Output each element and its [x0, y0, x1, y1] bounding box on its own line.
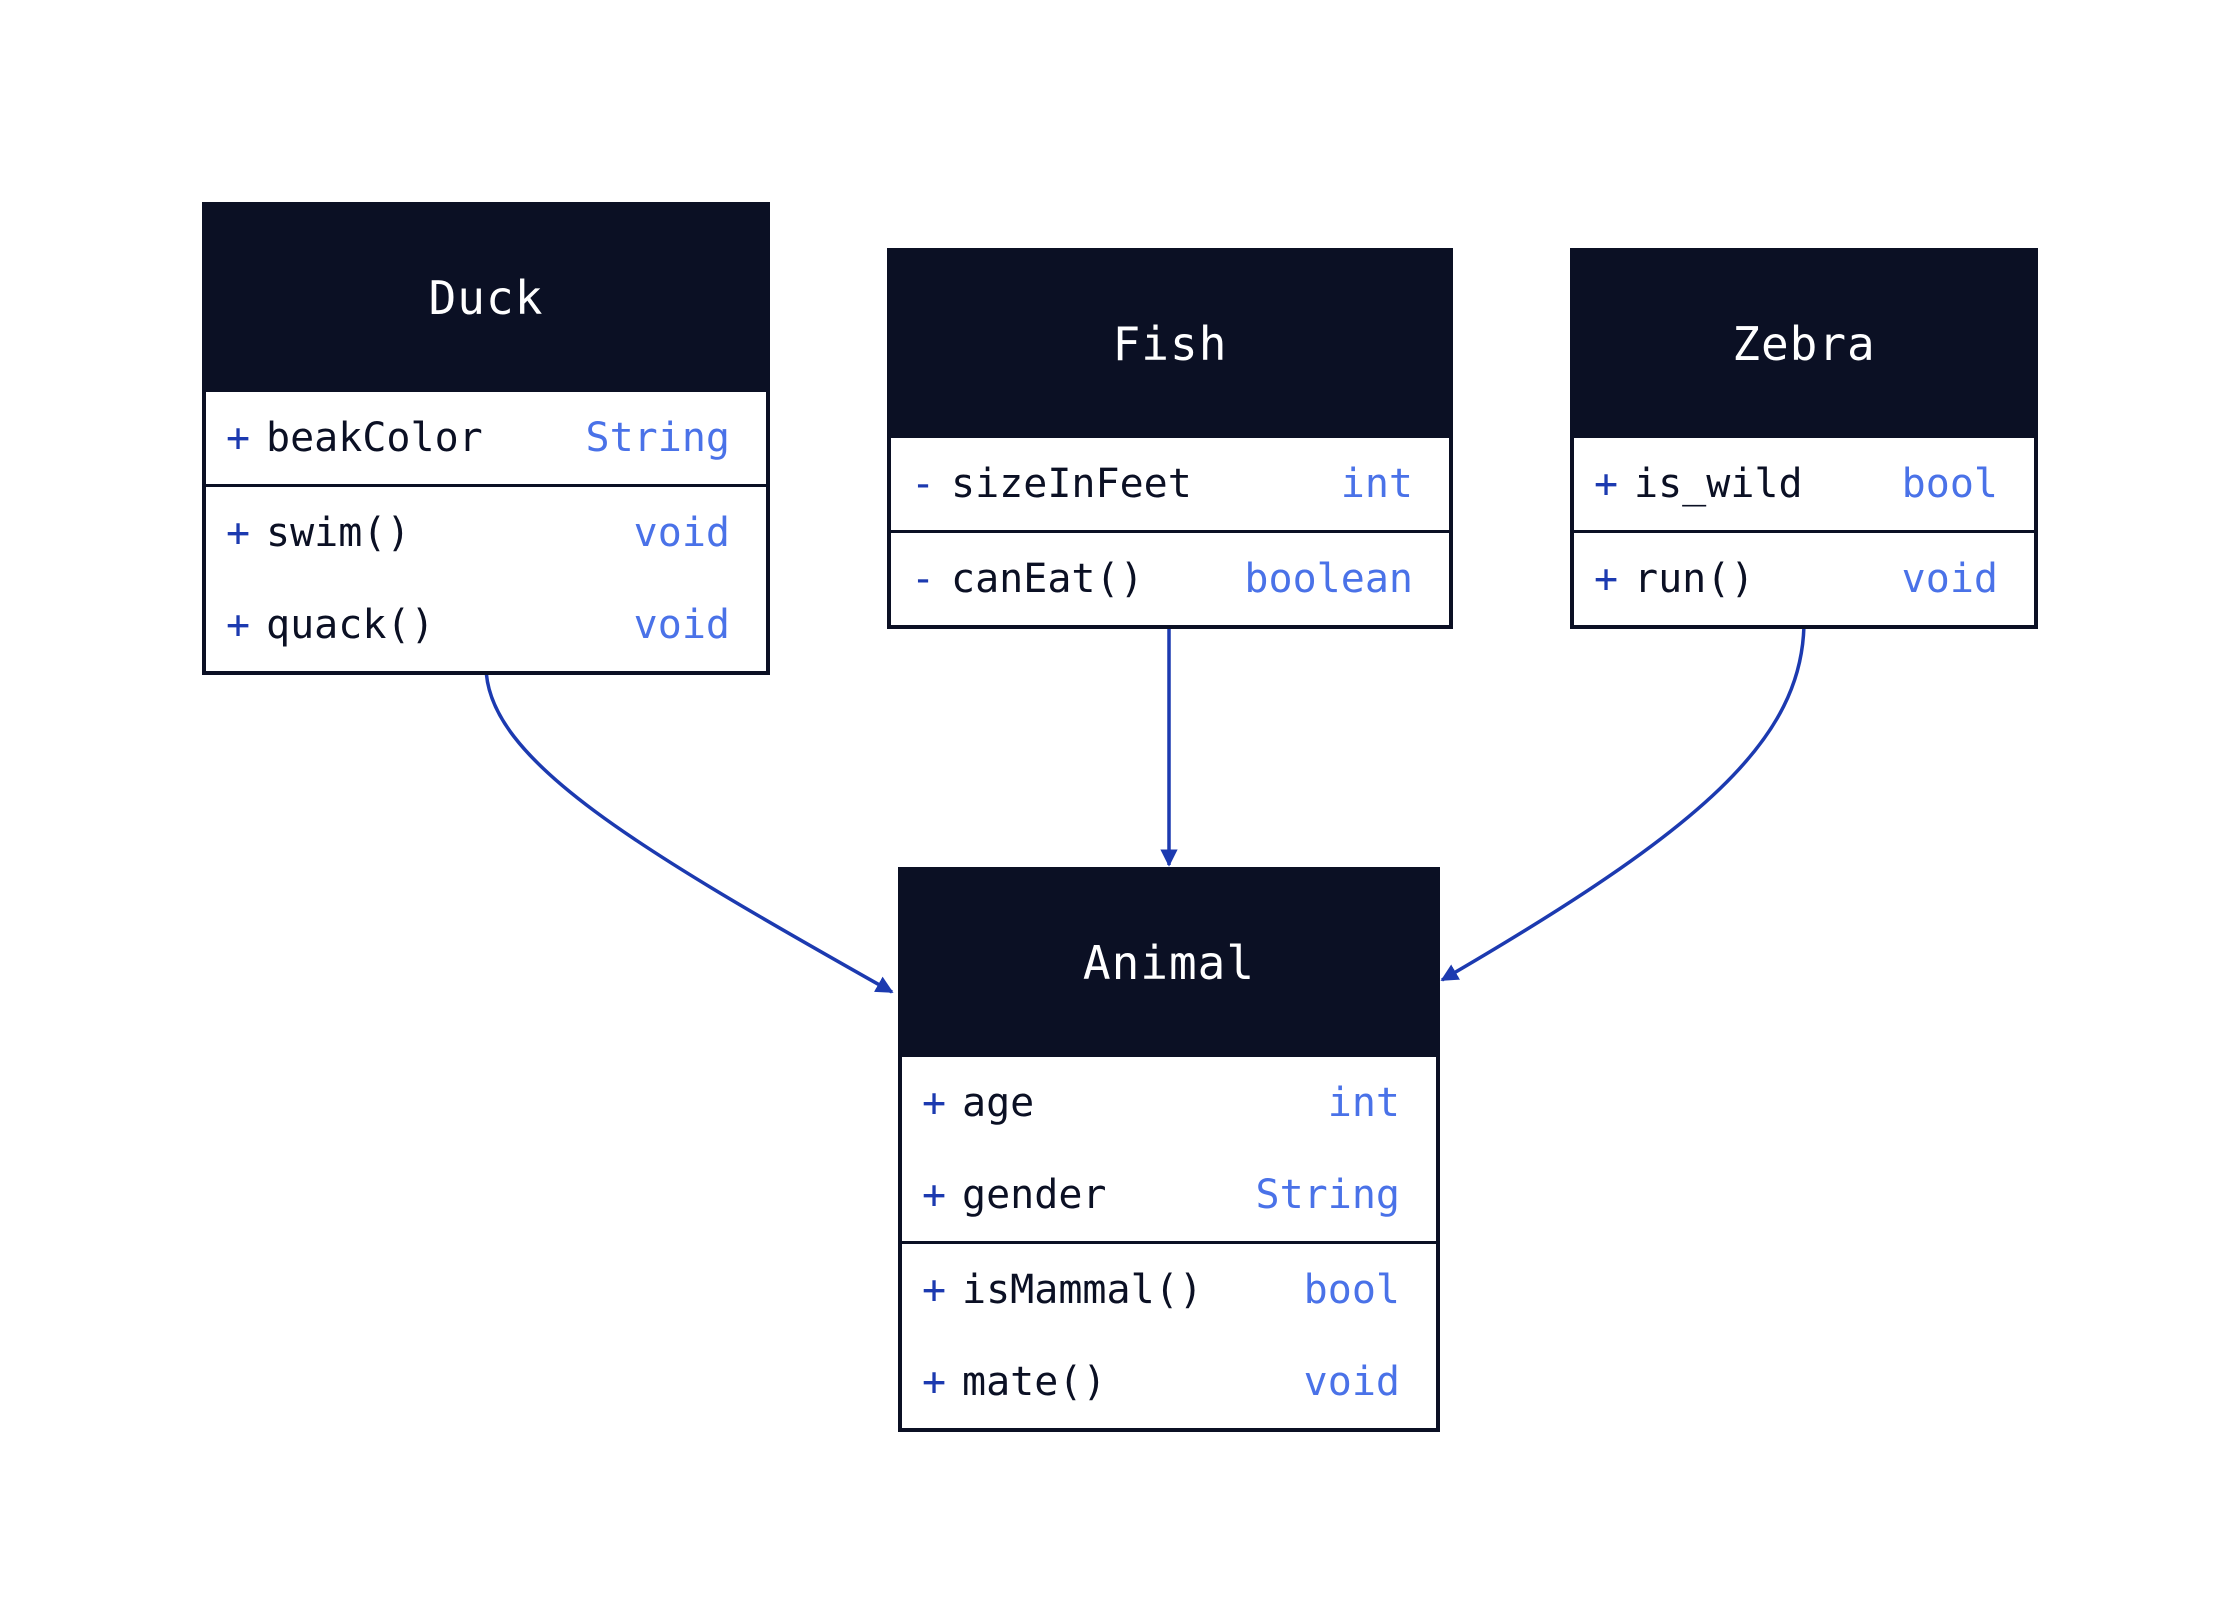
attribute-type: String [585, 415, 731, 461]
visibility-marker: - [911, 461, 936, 507]
class-duck-header: Duck [206, 206, 766, 389]
method-row: + run() void [1574, 533, 2034, 625]
method-type: boolean [1244, 556, 1413, 602]
attribute-type: int [1327, 1080, 1400, 1126]
class-zebra-methods: + run() void [1574, 530, 2034, 625]
class-animal-header: Animal [902, 871, 1436, 1054]
method-row: - canEat() boolean [891, 533, 1449, 625]
visibility-marker: + [922, 1267, 947, 1313]
method-name: run() [1634, 556, 1755, 602]
class-zebra-header: Zebra [1574, 252, 2034, 435]
method-name: quack() [266, 602, 435, 648]
method-type: void [633, 510, 730, 556]
visibility-marker: - [911, 556, 936, 602]
attribute-name: sizeInFeet [951, 461, 1192, 507]
class-zebra-name: Zebra [1732, 316, 1876, 371]
visibility-marker: + [226, 415, 251, 461]
method-name: canEat() [951, 556, 1144, 602]
method-row: + quack() void [206, 579, 766, 671]
attribute-type: int [1340, 461, 1413, 507]
visibility-marker: + [922, 1080, 947, 1126]
class-animal-name: Animal [1082, 935, 1256, 990]
class-animal-attributes: + age int + gender String [902, 1054, 1436, 1241]
method-type: void [633, 602, 730, 648]
visibility-marker: + [1594, 556, 1619, 602]
method-name: isMammal() [962, 1267, 1203, 1313]
attribute-row: - sizeInFeet int [891, 438, 1449, 530]
class-zebra[interactable]: Zebra + is_wild bool + run() void [1570, 248, 2038, 629]
class-fish-attributes: - sizeInFeet int [891, 435, 1449, 530]
method-row: + mate() void [902, 1336, 1436, 1428]
class-duck[interactable]: Duck + beakColor String + swim() void + … [202, 202, 770, 675]
attribute-type: bool [1901, 461, 1998, 507]
method-row: + swim() void [206, 487, 766, 579]
attribute-type: String [1255, 1172, 1401, 1218]
attribute-row: + beakColor String [206, 392, 766, 484]
method-type: void [1303, 1359, 1400, 1405]
attribute-name: age [962, 1080, 1035, 1126]
visibility-marker: + [922, 1172, 947, 1218]
attribute-row: + gender String [902, 1149, 1436, 1241]
class-fish-name: Fish [1112, 316, 1228, 371]
class-duck-methods: + swim() void + quack() void [206, 484, 766, 671]
attribute-name: gender [962, 1172, 1107, 1218]
visibility-marker: + [226, 602, 251, 648]
class-animal-methods: + isMammal() bool + mate() void [902, 1241, 1436, 1428]
class-fish[interactable]: Fish - sizeInFeet int - canEat() boolean [887, 248, 1453, 629]
attribute-row: + is_wild bool [1574, 438, 2034, 530]
visibility-marker: + [1594, 461, 1619, 507]
attribute-name: is_wild [1634, 461, 1803, 507]
method-type: void [1901, 556, 1998, 602]
class-duck-attributes: + beakColor String [206, 389, 766, 484]
class-fish-methods: - canEat() boolean [891, 530, 1449, 625]
attribute-name: beakColor [266, 415, 483, 461]
method-name: mate() [962, 1359, 1107, 1405]
method-type: bool [1303, 1267, 1400, 1313]
edge-duck-to-animal [484, 665, 894, 994]
class-zebra-attributes: + is_wild bool [1574, 435, 2034, 530]
method-name: swim() [266, 510, 411, 556]
class-fish-header: Fish [891, 252, 1449, 435]
visibility-marker: + [226, 510, 251, 556]
attribute-row: + age int [902, 1057, 1436, 1149]
method-row: + isMammal() bool [902, 1244, 1436, 1336]
class-animal[interactable]: Animal + age int + gender String + isMam… [898, 867, 1440, 1432]
visibility-marker: + [922, 1359, 947, 1405]
class-duck-name: Duck [428, 270, 544, 325]
edge-zebra-to-animal [1440, 620, 1806, 982]
